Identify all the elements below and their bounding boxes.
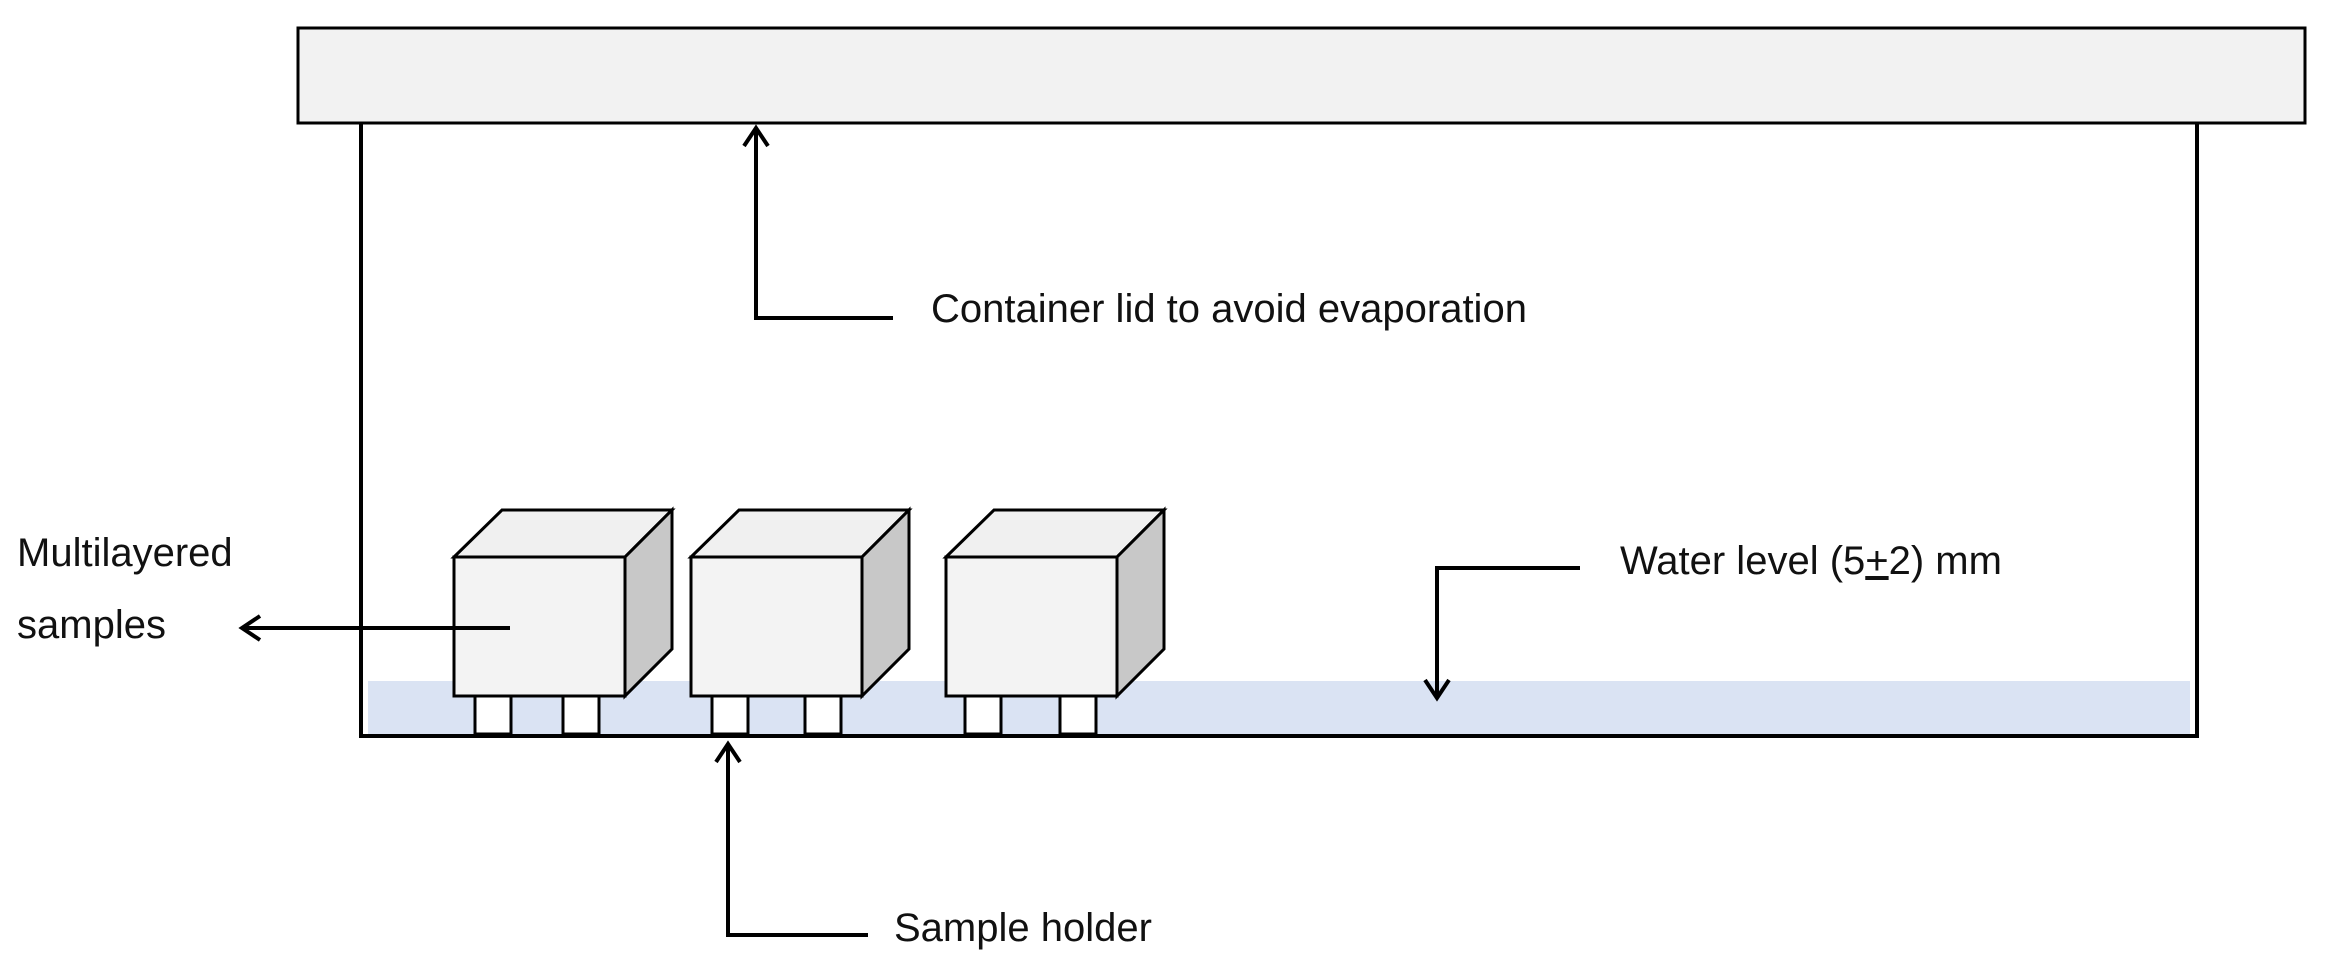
lid-label: Container lid to avoid evaporation xyxy=(931,287,1527,331)
sample-3 xyxy=(942,506,1168,736)
sample-2 xyxy=(687,506,913,736)
sample-holder-leg xyxy=(963,694,1003,736)
sample-holder-leg xyxy=(473,694,513,736)
sample-holder-leg xyxy=(803,694,843,736)
water-level-prefix: Water level (5 xyxy=(1620,539,1865,583)
samples-arrow xyxy=(238,614,510,642)
container-body xyxy=(359,123,2199,738)
lid-arrow xyxy=(742,124,893,320)
holder-label: Sample holder xyxy=(894,906,1152,950)
sample-holder-leg xyxy=(561,694,601,736)
samples-label-line2: samples xyxy=(17,603,166,647)
holder-arrow xyxy=(714,740,868,937)
water-level-plusminus: + xyxy=(1865,539,1888,583)
water-level-arrow xyxy=(1423,566,1580,702)
water-level-suffix: 2) mm xyxy=(1889,539,2002,583)
sample-holder-leg xyxy=(710,694,750,736)
samples-label-line1: Multilayered xyxy=(17,531,233,575)
water-layer xyxy=(368,681,2190,734)
container-lid xyxy=(296,26,2307,125)
sample-1 xyxy=(450,506,676,736)
water-level-label: Water level (5+2) mm xyxy=(1620,539,2002,583)
sample-holder-leg xyxy=(1058,694,1098,736)
